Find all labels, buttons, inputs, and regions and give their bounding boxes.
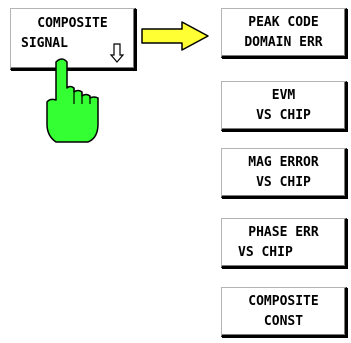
peak-code-domain-err-softkey[interactable]: PEAK CODE DOMAIN ERR (221, 8, 347, 58)
softkey-label-line1: PHASE ERR (248, 225, 319, 240)
softkey-label-line2: CONST (263, 314, 304, 329)
softkey-label-line1: MAG ERROR (248, 155, 319, 170)
phase-err-vs-chip-softkey[interactable]: PHASE ERR VS CHIP (221, 218, 347, 268)
mag-error-vs-chip-softkey[interactable]: MAG ERROR VS CHIP (221, 148, 347, 198)
right-arrow-icon (141, 21, 209, 51)
softkey-label-line2: DOMAIN ERR (244, 35, 323, 50)
softkey-label-line2: VS CHIP (256, 175, 311, 190)
softkey-label-line1: COMPOSITE (37, 16, 108, 31)
evm-vs-chip-softkey[interactable]: EVM VS CHIP (221, 81, 347, 131)
softkey-label-line1: PEAK CODE (248, 15, 319, 30)
down-arrow-icon (109, 43, 125, 63)
hand-pointer-icon (46, 58, 99, 143)
composite-const-softkey[interactable]: COMPOSITE CONST (221, 287, 347, 337)
softkey-label-line1: COMPOSITE (248, 294, 319, 309)
softkey-label-line2: VS CHIP (238, 245, 293, 260)
softkey-label-line1: EVM (271, 88, 296, 103)
softkey-label-line2: SIGNAL (21, 36, 68, 51)
softkey-label-line2: VS CHIP (256, 108, 311, 123)
composite-signal-softkey[interactable]: COMPOSITE SIGNAL (10, 8, 136, 70)
